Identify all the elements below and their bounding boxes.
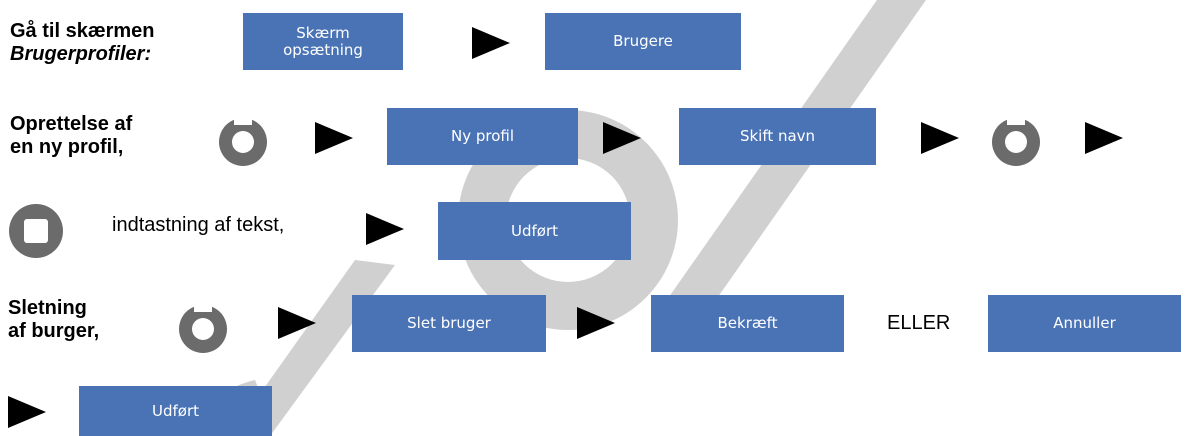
next-arrow-icon <box>921 122 959 154</box>
label-create-profile-line2: en ny profil, <box>10 136 124 158</box>
or-text: ELLER <box>887 312 951 334</box>
label-go-to-screen: Gå til skærmen Brugerprofiler: <box>10 20 155 66</box>
label-create-profile: Oprettelse af en ny profil, <box>10 113 132 159</box>
rename-button[interactable]: Skift navn <box>679 108 876 165</box>
label-delete-user-line1: Sletning <box>8 297 87 319</box>
next-arrow-icon <box>366 213 404 245</box>
text-entry-label: indtastning af tekst, <box>112 214 285 236</box>
press-button-icon <box>9 204 63 258</box>
next-arrow-icon <box>1085 122 1123 154</box>
next-arrow-icon <box>472 27 510 59</box>
next-arrow-icon <box>315 122 353 154</box>
done-button[interactable]: Udført <box>438 202 631 260</box>
label-delete-user-line2: af burger, <box>8 320 100 342</box>
next-arrow-icon <box>603 122 641 154</box>
label-go-to-screen-line1: Gå til skærmen <box>10 20 155 42</box>
cancel-button[interactable]: Annuller <box>988 295 1181 352</box>
delete-user-button[interactable]: Slet bruger <box>352 295 546 352</box>
next-arrow-icon <box>8 396 46 428</box>
done-button-2[interactable]: Udført <box>79 386 272 436</box>
rotate-knob-icon <box>992 115 1040 166</box>
screen-setup-button-line1: Skærm <box>296 23 350 42</box>
screen-setup-button[interactable]: Skærm opsætning <box>243 13 403 70</box>
rotate-knob-icon <box>219 115 267 166</box>
screen-setup-button-line2: opsætning <box>283 40 363 59</box>
label-delete-user: Sletning af burger, <box>8 297 99 343</box>
label-create-profile-line1: Oprettelse af <box>10 113 133 135</box>
confirm-button[interactable]: Bekræft <box>651 295 844 352</box>
next-arrow-icon <box>278 307 316 339</box>
rotate-knob-icon <box>179 302 227 353</box>
new-profile-button[interactable]: Ny profil <box>387 108 578 165</box>
next-arrow-icon <box>577 307 615 339</box>
label-go-to-screen-line2: Brugerprofiler: <box>10 43 152 65</box>
users-button[interactable]: Brugere <box>545 13 741 70</box>
